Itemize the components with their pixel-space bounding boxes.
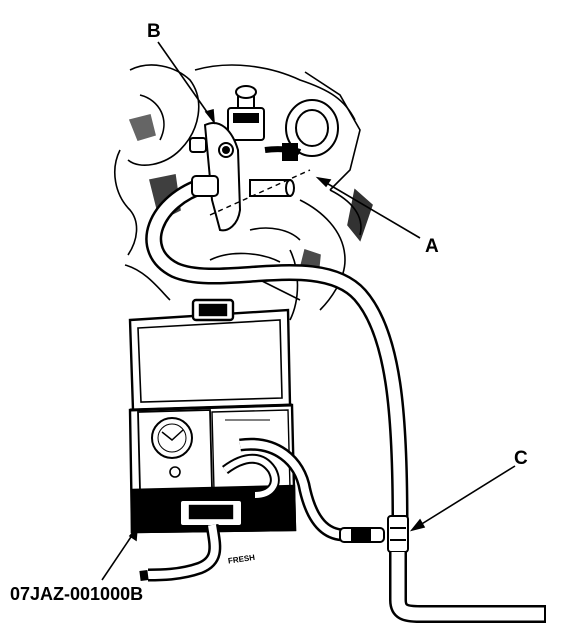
callout-label-a: A (425, 236, 439, 257)
callout-leaders (101, 41, 516, 581)
vacuum-tester-case (128, 298, 297, 534)
t-fitting (339, 515, 409, 553)
tool-number-label: 07JAZ-001000B (10, 584, 144, 604)
callout-label-b: B (147, 21, 161, 42)
callout-label-c: C (514, 448, 528, 469)
lower-hose (389, 552, 546, 623)
main-vacuum-hose (145, 175, 409, 521)
tester-hoses (139, 437, 346, 582)
purge-valve-assembly (189, 85, 339, 232)
fresh-hose-label: FRESH (227, 553, 255, 566)
